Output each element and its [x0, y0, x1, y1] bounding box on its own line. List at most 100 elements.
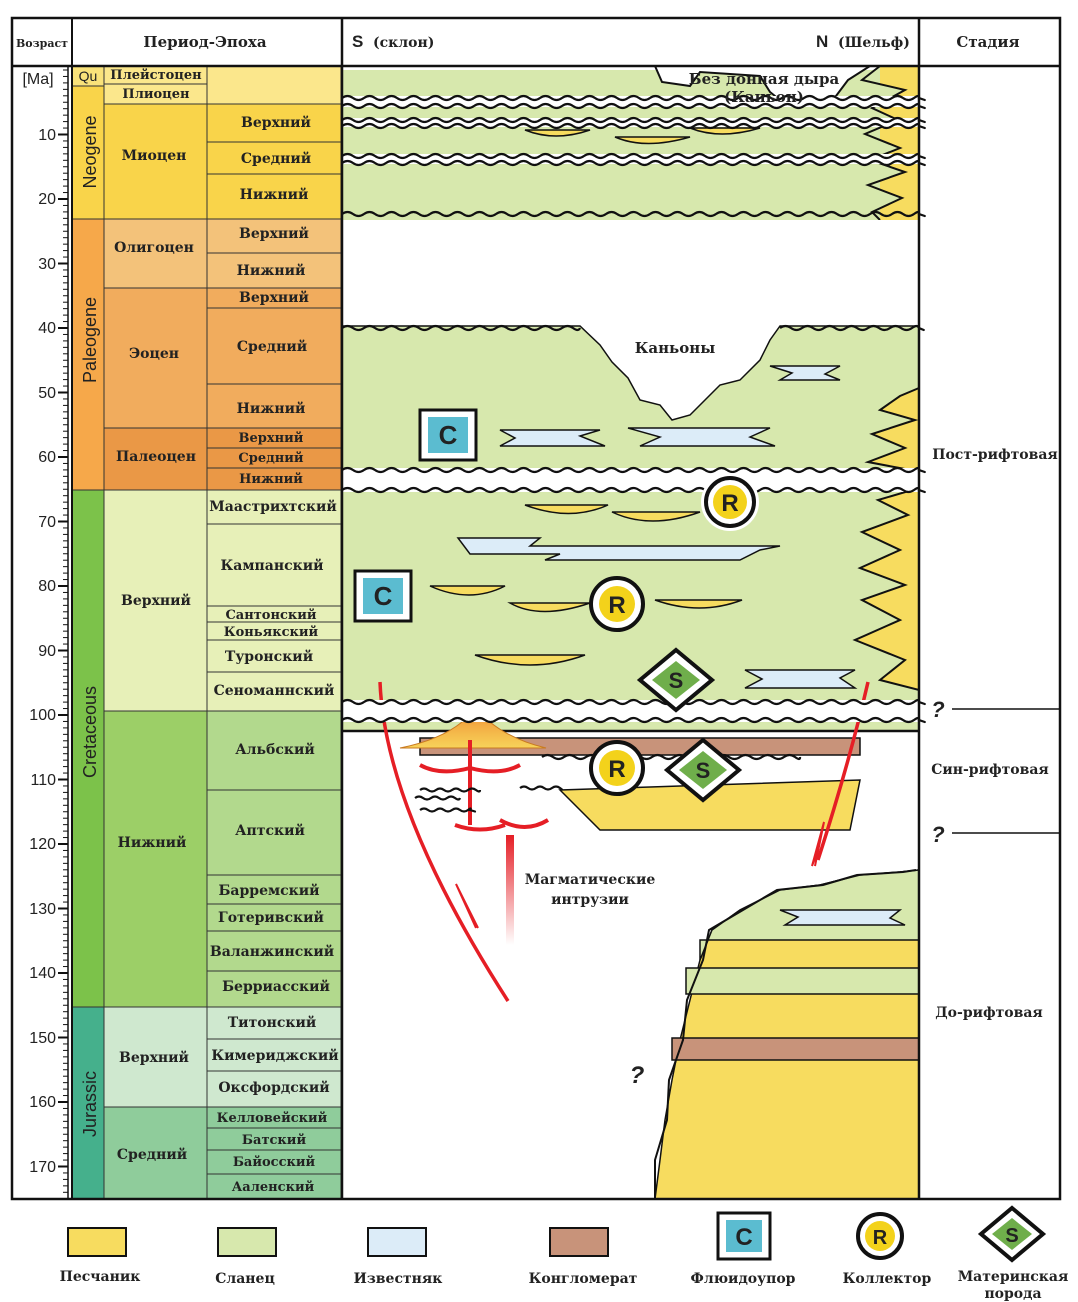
age-tick-label: 110	[30, 772, 56, 789]
reservoir-letter: R	[721, 490, 738, 517]
stage-label: Верхний	[239, 225, 309, 242]
upper-cret-sand-edge	[852, 486, 920, 692]
stage-cell	[206, 1173, 342, 1200]
miocene-label: Миоцен	[122, 148, 187, 164]
stage-cell	[206, 710, 342, 791]
syn-rift-label: Син-рифтовая	[931, 762, 1049, 778]
stage-label: Берриасский	[222, 978, 330, 995]
stage-cell	[206, 141, 342, 175]
stage-cell	[206, 218, 342, 254]
seal-fill	[363, 578, 403, 614]
stage-cell	[206, 671, 342, 712]
pleistocene-label: Плейстоцен	[110, 68, 202, 83]
unconformity-wave	[341, 698, 926, 706]
stage-label: Средний	[237, 338, 307, 355]
stage-column: Верхний Средний Нижний Верхний Нижний Ве…	[206, 65, 342, 1200]
unconformity-wave	[341, 716, 926, 724]
pre-rift-edge	[654, 869, 917, 1199]
age-ticks	[58, 69, 68, 1193]
jurassic-label: Jurassic	[80, 1071, 100, 1137]
reservoir-letter: R	[873, 1227, 888, 1249]
source-letter: S	[696, 758, 711, 783]
stage-label: Сеноманнский	[214, 682, 335, 699]
unconformity-wave	[341, 486, 926, 494]
hiatus-band	[342, 96, 919, 107]
legend-item-conglomerate: Конгломерат	[529, 1227, 638, 1287]
paleocene-cell	[103, 427, 208, 491]
question-mark: ?	[630, 1062, 645, 1089]
paleocene-label: Палеоцен	[116, 449, 196, 465]
unconformity-wave	[414, 795, 462, 801]
header: Возраст Период-Эпоха S (склон) N (Шельф)…	[16, 32, 1020, 51]
bottomless-hole-label: Без донная дыра	[689, 70, 840, 88]
age-tick-label: 70	[38, 514, 56, 531]
age-header: Возраст	[16, 37, 68, 50]
stage-cell	[206, 874, 342, 905]
stage-label: Валанжинский	[210, 943, 334, 960]
stage-label: Средний	[241, 150, 311, 167]
magmatic-label: Магматические	[525, 872, 656, 888]
source-fill	[992, 1218, 1032, 1250]
phase-question: ?	[931, 822, 944, 847]
reservoir-letter: R	[608, 756, 625, 783]
stage-label: Кампанский	[221, 557, 324, 574]
canyon-top	[653, 65, 874, 105]
intrusion-feeder	[506, 835, 514, 945]
age-tick-label: 140	[29, 965, 56, 982]
limestone-lens	[499, 365, 841, 447]
legend-item-reservoir: R Коллектор	[843, 1212, 932, 1287]
unconformity-wave	[341, 116, 926, 124]
stage-cell	[206, 383, 342, 429]
legend-swatch	[67, 1227, 127, 1257]
magmatic-sublabel: интрузии	[551, 892, 629, 908]
unconformity-wave	[419, 787, 482, 793]
canyons-label: Каньоны	[635, 339, 716, 357]
age-axis: [Ma] 10 20 30 40 50 60 70 80 90 100 110 …	[22, 69, 68, 1193]
stage-label: Готеривский	[218, 909, 324, 926]
stage-header: Стадия	[956, 33, 1019, 51]
stage-label: Оксфордский	[218, 1079, 329, 1096]
source-symbol: S	[636, 647, 716, 713]
stage-label: Титонский	[228, 1014, 316, 1031]
stage-label: Нижний	[237, 262, 306, 279]
seal-letter: C	[374, 581, 393, 611]
stage-label: Кимериджский	[211, 1047, 338, 1064]
legend-label: Материнская	[958, 1269, 1069, 1285]
age-unit-label: [Ma]	[22, 71, 53, 88]
legend-swatch	[367, 1227, 427, 1257]
stage-label: Нижний	[240, 186, 309, 203]
legend-label: Коллектор	[843, 1271, 932, 1287]
legend-label: Сланец	[215, 1271, 275, 1287]
unconformity-wave	[341, 466, 926, 474]
legend-item-source: S Материнская порода	[958, 1205, 1069, 1302]
stage-label: Туронский	[225, 648, 313, 665]
legend-label: Флюидоупор	[691, 1271, 796, 1287]
reservoir-symbol: R	[701, 473, 759, 531]
south-header: S	[352, 32, 363, 51]
age-tick-label: 50	[38, 385, 56, 402]
hiatus-band	[342, 700, 919, 722]
stage-label: Келловейский	[217, 1111, 328, 1126]
neogene-label: Neogene	[80, 115, 100, 188]
reservoir-letter: R	[608, 592, 625, 619]
pre-rift-label: До-рифтовая	[935, 1005, 1043, 1021]
reservoir-fill	[713, 485, 747, 519]
legend-item-limestone: Известняк	[354, 1227, 443, 1287]
stage-cell	[206, 903, 342, 932]
stage-cell	[206, 1070, 342, 1108]
stage-label: Нижний	[239, 472, 303, 487]
reservoir-fill	[599, 750, 635, 786]
source-fill	[652, 661, 700, 699]
age-tick-label: 80	[38, 578, 56, 595]
legend-label: Известняк	[354, 1271, 443, 1287]
phase-question: ?	[931, 697, 944, 722]
eocene-cell	[103, 287, 208, 429]
eocene-label: Эоцен	[129, 346, 179, 362]
stage-label: Верхний	[239, 431, 304, 446]
stage-label: Верхний	[239, 289, 309, 306]
stage-cell	[206, 252, 342, 289]
stage-label: Байосский	[233, 1155, 316, 1170]
unconformity-wave	[419, 807, 477, 813]
seal-letter: C	[735, 1224, 752, 1251]
bottomless-hole-sublabel: (Каньон)	[724, 88, 804, 106]
